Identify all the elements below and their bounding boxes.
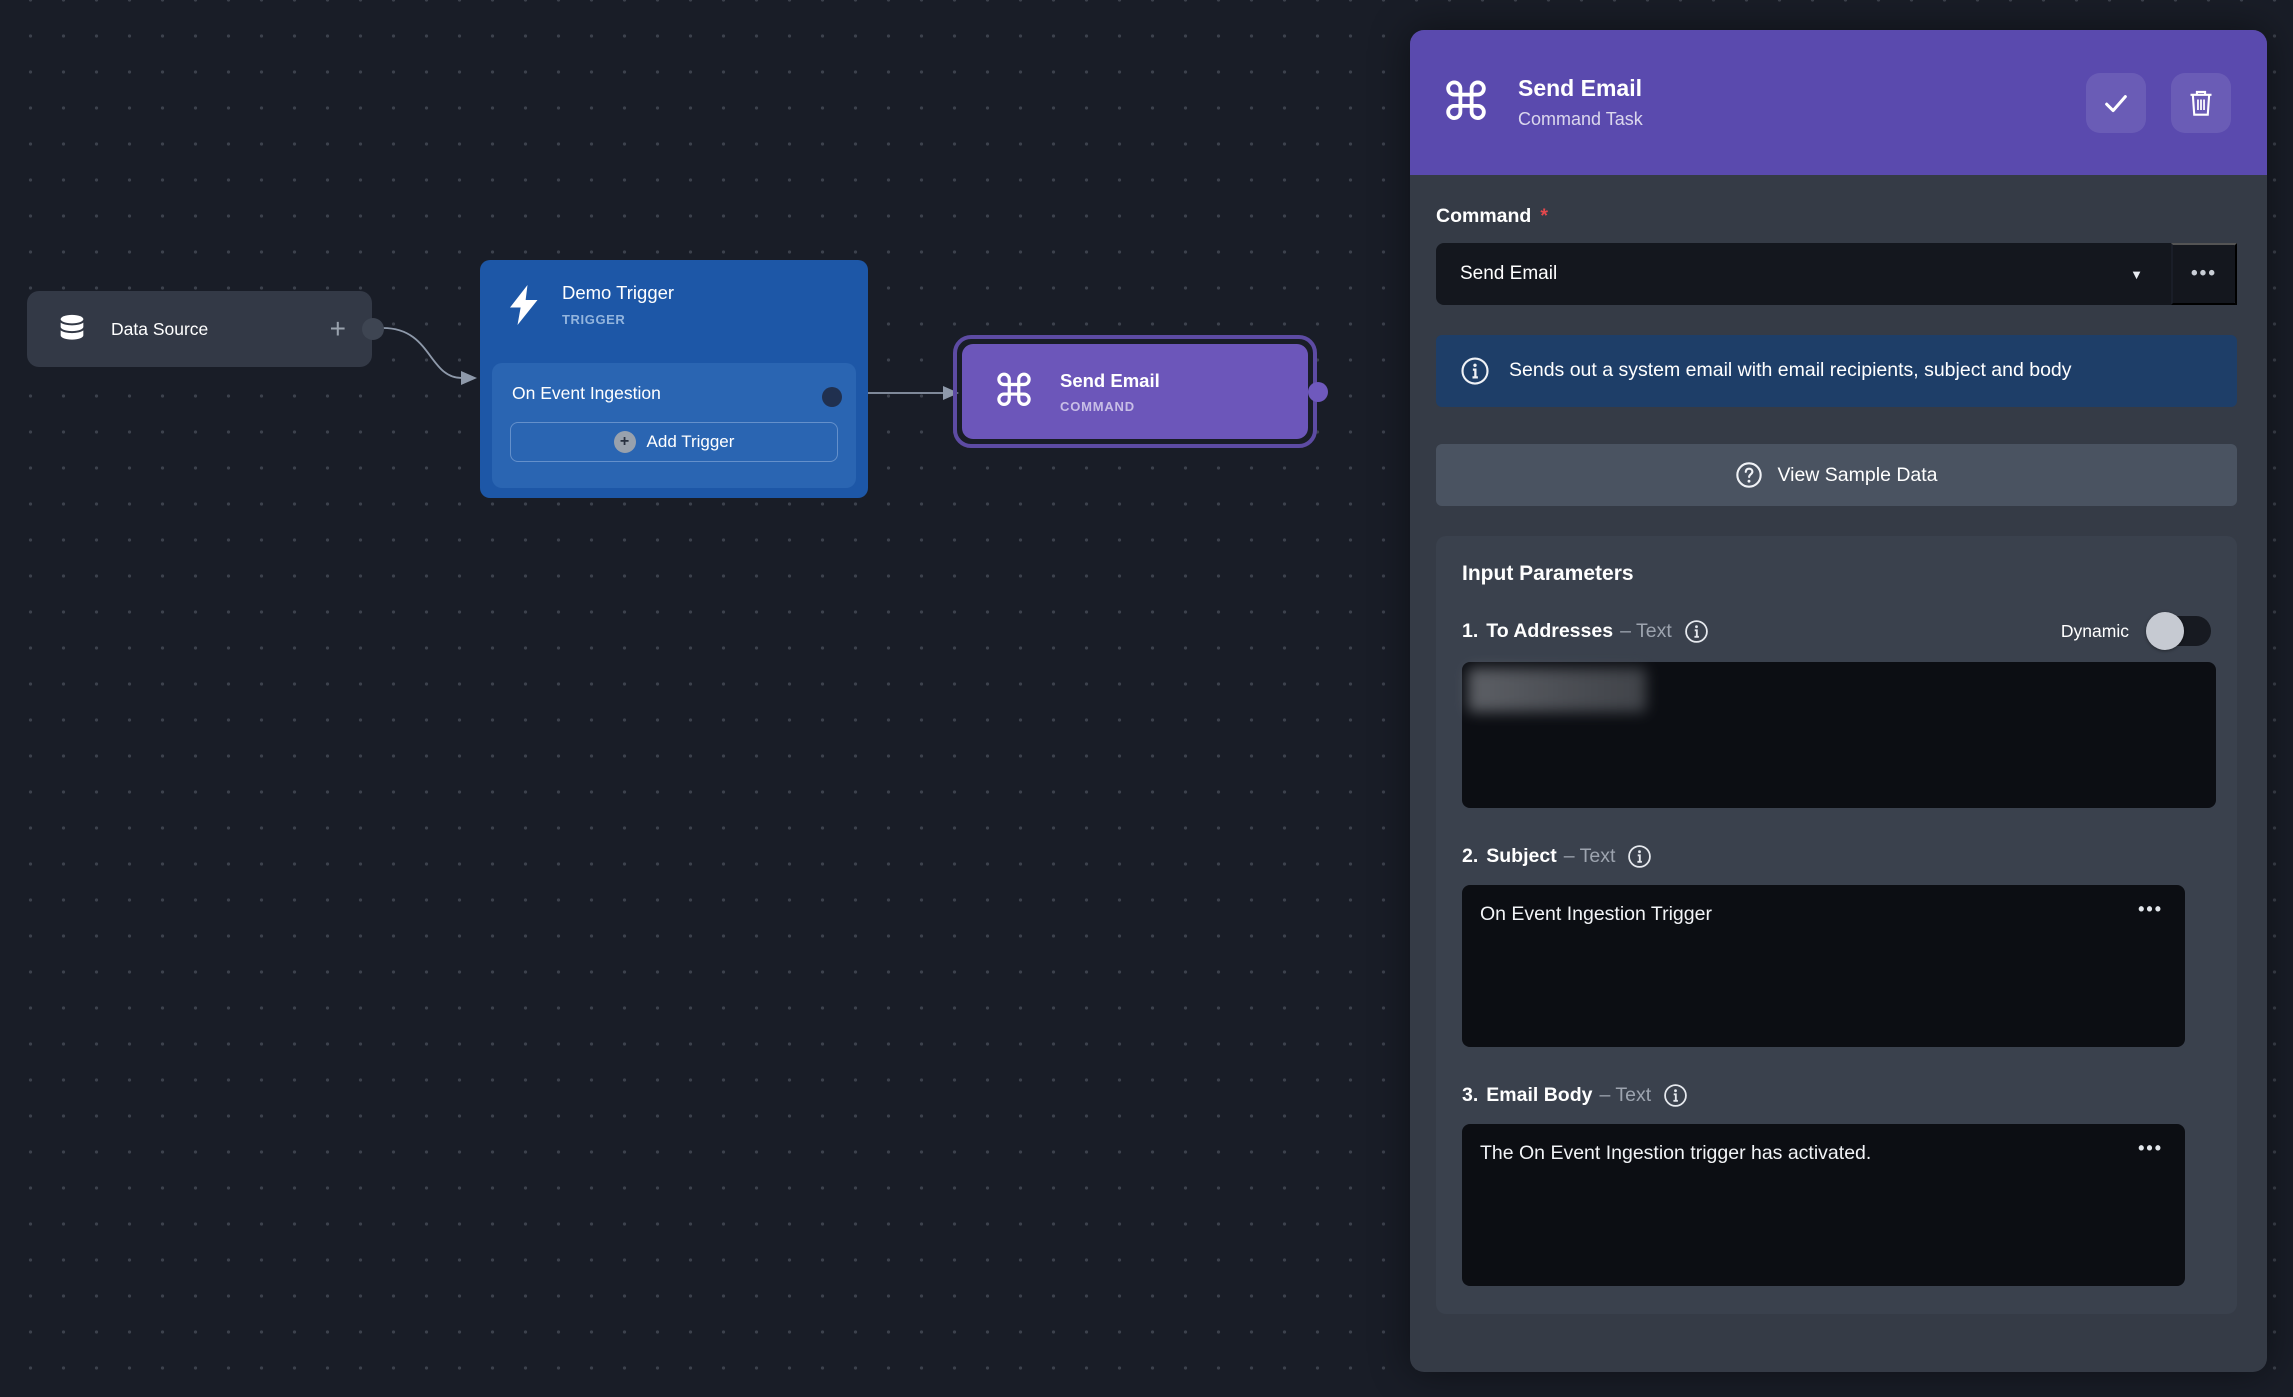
demo-trigger-header: Demo Trigger TRIGGER xyxy=(480,260,868,327)
send-email-node-body: ⌘ Send Email COMMAND xyxy=(962,344,1308,439)
more-options-icon: ••• xyxy=(2138,899,2163,919)
command-select[interactable]: Send Email ▼ ••• xyxy=(1436,243,2237,305)
more-options-icon: ••• xyxy=(2191,263,2217,284)
trigger-output-port[interactable] xyxy=(822,387,842,407)
command-output-port[interactable] xyxy=(1308,381,1328,402)
param-index: 2. xyxy=(1462,845,1479,867)
param-email-body: 3. Email Body – Text The On Event Ingest… xyxy=(1462,1083,2211,1286)
data-source-label: Data Source xyxy=(111,318,209,339)
toggle-knob xyxy=(2146,612,2184,650)
command-description-text: Sends out a system email with email reci… xyxy=(1509,359,2072,381)
trash-icon xyxy=(2190,90,2212,116)
subject-input[interactable]: On Event Ingestion Trigger ••• xyxy=(1462,885,2185,1047)
info-icon xyxy=(1461,357,1489,385)
command-description-box: Sends out a system email with email reci… xyxy=(1436,335,2237,407)
command-label-text: Command xyxy=(1436,205,1532,227)
panel-subtitle: Command Task xyxy=(1518,109,1643,129)
question-icon xyxy=(1736,462,1763,488)
dynamic-toggle[interactable] xyxy=(2146,612,2211,650)
email-body-input[interactable]: The On Event Ingestion trigger has activ… xyxy=(1462,1124,2185,1286)
node-demo-trigger[interactable]: Demo Trigger TRIGGER On Event Ingestion … xyxy=(480,260,868,498)
view-sample-data-button[interactable]: View Sample Data xyxy=(1436,444,2237,506)
node-send-email-selected[interactable]: ⌘ Send Email COMMAND xyxy=(953,335,1328,448)
add-trigger-label: Add Trigger xyxy=(646,432,735,451)
demo-trigger-type-label: TRIGGER xyxy=(562,312,626,327)
input-parameters-title: Input Parameters xyxy=(1462,562,1634,585)
trigger-item-row[interactable]: On Event Ingestion xyxy=(492,363,856,404)
param-type: – Text xyxy=(1563,845,1616,867)
info-icon[interactable] xyxy=(1663,1083,1688,1108)
checkmark-icon xyxy=(2105,94,2127,112)
info-icon[interactable] xyxy=(1627,844,1652,869)
demo-trigger-title: Demo Trigger xyxy=(562,282,675,303)
view-sample-data-label: View Sample Data xyxy=(1777,463,1938,486)
command-select-value: Send Email xyxy=(1460,263,1558,284)
param-name: To Addresses xyxy=(1486,619,1614,642)
arrowhead-into-trigger xyxy=(461,371,477,385)
plus-circle-icon: + xyxy=(613,431,636,453)
add-trigger-button[interactable]: + Add Trigger xyxy=(510,422,838,462)
lightning-bolt-icon xyxy=(510,285,538,325)
database-icon xyxy=(60,314,84,340)
subject-value: On Event Ingestion Trigger xyxy=(1480,903,1712,925)
param-subject: 2. Subject – Text On Event Ingestion Tri… xyxy=(1462,844,2211,1047)
trigger-item-label: On Event Ingestion xyxy=(512,383,661,403)
data-source-output-port[interactable] xyxy=(362,318,384,340)
param-name: Email Body xyxy=(1486,1084,1593,1106)
param-name: Subject xyxy=(1486,845,1557,867)
node-data-source[interactable]: Data Source + xyxy=(27,291,384,367)
info-icon[interactable] xyxy=(1684,619,1709,644)
input-parameters-card: Input Parameters 1. To Addresses – Text … xyxy=(1436,536,2237,1314)
panel-header: ⌘ Send Email Command Task xyxy=(1410,30,2267,175)
send-email-node-title: Send Email xyxy=(1060,369,1160,391)
panel-body: Command * Send Email ▼ ••• Sends out a sy… xyxy=(1410,175,2267,1314)
task-config-panel: ⌘ Send Email Command Task Command * Send … xyxy=(1410,30,2267,1372)
panel-title: Send Email xyxy=(1518,75,1642,101)
chevron-down-icon[interactable]: ▼ xyxy=(2130,266,2143,282)
email-body-value: The On Event Ingestion trigger has activ… xyxy=(1480,1142,1872,1164)
command-icon: ⌘ xyxy=(1440,73,1492,132)
add-data-source-button[interactable]: + xyxy=(329,313,346,344)
dynamic-toggle-label: Dynamic xyxy=(2060,620,2129,641)
more-options-icon: ••• xyxy=(2138,1138,2163,1158)
command-icon: ⌘ xyxy=(992,366,1036,416)
required-asterisk: * xyxy=(1540,205,1548,227)
confirm-button[interactable] xyxy=(2086,72,2146,133)
delete-button[interactable] xyxy=(2171,72,2231,133)
trigger-list-container: On Event Ingestion + Add Trigger xyxy=(492,363,856,488)
param-to-addresses: 1. To Addresses – Text Dynamic xyxy=(1462,612,2216,808)
send-email-node-type-label: COMMAND xyxy=(1060,398,1135,414)
connector-datasource-to-trigger xyxy=(382,327,463,379)
param-index: 1. xyxy=(1462,619,1479,642)
email-body-more-options-button[interactable]: ••• xyxy=(2138,1138,2163,1159)
command-more-options-button[interactable]: ••• xyxy=(2171,243,2237,305)
param-type: – Text xyxy=(1620,619,1672,642)
redacted-email-value xyxy=(1468,668,1646,712)
param-type: – Text xyxy=(1599,1084,1652,1106)
to-addresses-input[interactable] xyxy=(1462,662,2216,808)
param-index: 3. xyxy=(1462,1084,1479,1106)
subject-more-options-button[interactable]: ••• xyxy=(2138,899,2163,920)
command-field-label: Command * xyxy=(1436,205,2237,228)
